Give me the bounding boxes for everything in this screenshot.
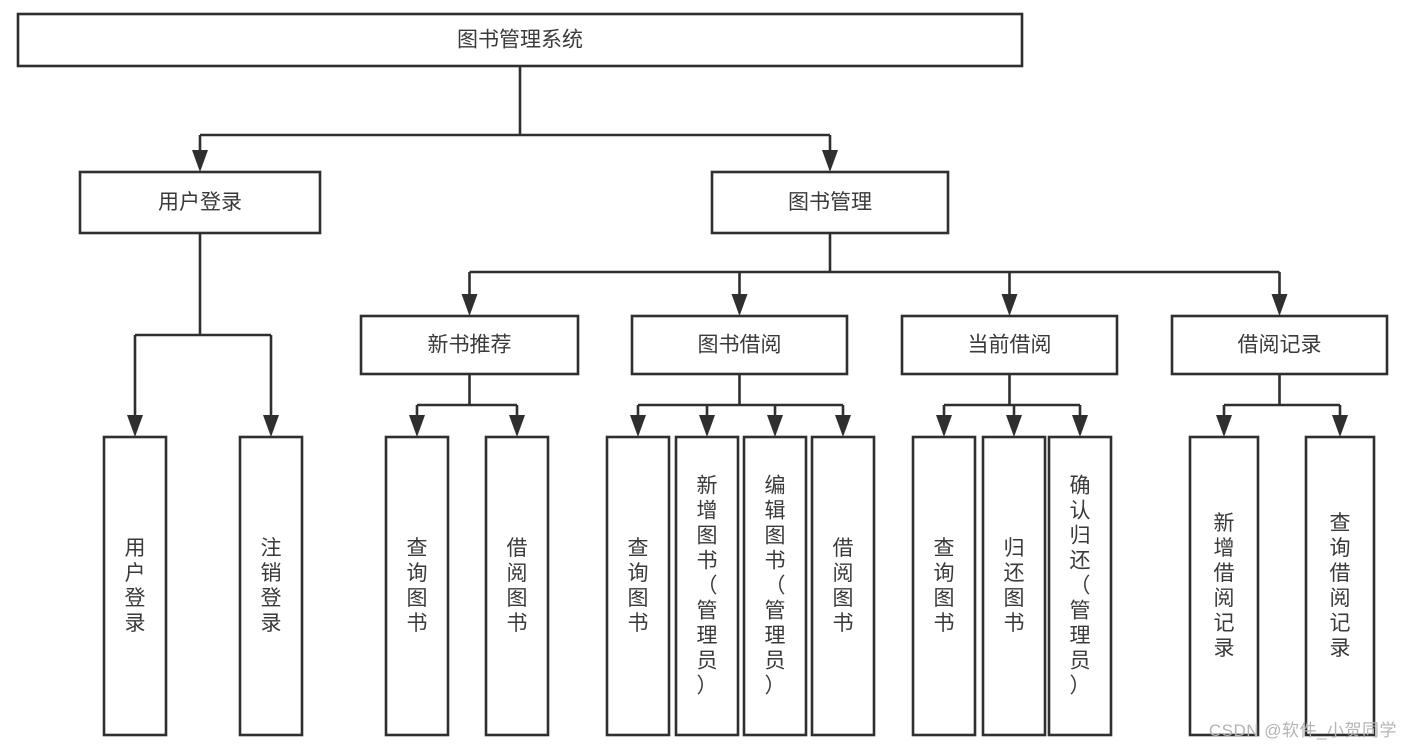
node-leaf-5-rect xyxy=(674,435,740,737)
connector-arrowhead xyxy=(835,415,851,437)
node-leaf-9[interactable]: 归还图书 xyxy=(981,435,1047,737)
connector-arrowhead xyxy=(699,415,715,437)
connector-arrowhead xyxy=(127,415,143,437)
node-leaf-12-rect xyxy=(1304,435,1376,737)
node-level2-图书管理-label: 图书管理 xyxy=(788,191,872,214)
node-leaf-3-label: 借阅图书 xyxy=(507,537,528,635)
connector-arrowhead xyxy=(1332,415,1348,437)
node-level3-图书借阅-rect xyxy=(630,314,849,376)
connector-arrowhead xyxy=(409,415,425,437)
node-level3-当前借阅-rect xyxy=(900,314,1119,376)
node-leaf-2-rect xyxy=(384,435,450,737)
node-level3-当前借阅[interactable]: 当前借阅 xyxy=(900,314,1119,376)
node-leaf-2-label: 查询图书 xyxy=(407,537,428,635)
node-leaf-6[interactable]: 编辑图书（管理员） xyxy=(742,435,808,737)
connector-arrowhead xyxy=(1216,415,1232,437)
connector-arrowhead xyxy=(630,415,646,437)
node-level2-图书管理-rect xyxy=(710,170,950,235)
connector-arrowhead xyxy=(192,150,208,172)
node-leaf-8-label: 查询图书 xyxy=(934,537,955,635)
node-leaf-5-label: 新增图书（管理员） xyxy=(697,475,718,698)
node-leaf-11-rect xyxy=(1188,435,1260,737)
node-leaf-9-rect xyxy=(981,435,1047,737)
node-leaf-10[interactable]: 确认归还（管理员） xyxy=(1047,435,1113,737)
connector-arrowhead xyxy=(731,294,748,316)
csdn-watermark: CSDN @软件_小贺同学 xyxy=(1208,721,1397,740)
node-leaf-8[interactable]: 查询图书 xyxy=(911,435,977,737)
node-leaf-12[interactable]: 查询借阅记录 xyxy=(1304,435,1376,737)
node-level2-图书管理[interactable]: 图书管理 xyxy=(710,170,950,235)
node-leaf-4-rect xyxy=(605,435,671,737)
node-leaf-6-label: 编辑图书（管理员） xyxy=(765,475,786,698)
node-root-图书管理系统[interactable]: 图书管理系统 xyxy=(16,12,1024,68)
node-level3-新书推荐-rect xyxy=(359,314,580,376)
node-leaf-7-label: 借阅图书 xyxy=(833,537,854,635)
node-leaf-12-label: 查询借阅记录 xyxy=(1330,512,1351,660)
node-leaf-11[interactable]: 新增借阅记录 xyxy=(1188,435,1260,737)
node-root-图书管理系统-label: 图书管理系统 xyxy=(457,29,583,52)
connector-arrowhead xyxy=(822,150,838,172)
node-leaf-1-label: 注销登录 xyxy=(261,537,282,635)
node-leaf-4-label: 查询图书 xyxy=(628,537,649,635)
node-leaf-7[interactable]: 借阅图书 xyxy=(810,435,876,737)
node-leaf-5[interactable]: 新增图书（管理员） xyxy=(674,435,740,737)
node-leaf-0-rect xyxy=(102,435,168,737)
node-leaf-4[interactable]: 查询图书 xyxy=(605,435,671,737)
connector-arrowhead xyxy=(1271,294,1288,316)
node-leaf-9-label: 归还图书 xyxy=(1004,537,1025,635)
connector-arrowhead xyxy=(509,415,525,437)
node-leaf-1[interactable]: 注销登录 xyxy=(238,435,304,737)
connector-arrowhead xyxy=(936,415,952,437)
connector-layer xyxy=(127,66,1348,437)
node-level3-借阅记录-label: 借阅记录 xyxy=(1238,334,1322,357)
node-level3-借阅记录[interactable]: 借阅记录 xyxy=(1170,314,1389,376)
node-level2-用户登录-label: 用户登录 xyxy=(158,191,242,214)
node-leaf-11-label: 新增借阅记录 xyxy=(1214,512,1235,660)
node-level3-图书借阅[interactable]: 图书借阅 xyxy=(630,314,849,376)
connector-arrowhead xyxy=(1072,415,1088,437)
connector-arrowhead xyxy=(1006,415,1022,437)
node-leaf-0[interactable]: 用户登录 xyxy=(102,435,168,737)
node-level3-新书推荐-label: 新书推荐 xyxy=(428,334,512,357)
node-level3-当前借阅-label: 当前借阅 xyxy=(968,334,1052,357)
node-level3-图书借阅-label: 图书借阅 xyxy=(698,334,782,357)
node-leaf-10-label: 确认归还（管理员） xyxy=(1070,475,1091,698)
connector-arrowhead xyxy=(1001,294,1018,316)
node-layer: 图书管理系统用户登录图书管理新书推荐图书借阅当前借阅借阅记录用户登录注销登录查询… xyxy=(16,12,1389,737)
node-leaf-7-rect xyxy=(810,435,876,737)
node-leaf-10-rect xyxy=(1047,435,1113,737)
node-leaf-3-rect xyxy=(484,435,550,737)
node-leaf-1-rect xyxy=(238,435,304,737)
node-level3-新书推荐[interactable]: 新书推荐 xyxy=(359,314,580,376)
node-leaf-6-rect xyxy=(742,435,808,737)
node-leaf-8-rect xyxy=(911,435,977,737)
connector-arrowhead xyxy=(767,415,783,437)
node-level2-用户登录-rect xyxy=(78,170,322,235)
node-level3-借阅记录-rect xyxy=(1170,314,1389,376)
connector-arrowhead xyxy=(461,294,478,316)
node-leaf-3[interactable]: 借阅图书 xyxy=(484,435,550,737)
node-level2-用户登录[interactable]: 用户登录 xyxy=(78,170,322,235)
node-leaf-0-label: 用户登录 xyxy=(125,537,146,635)
node-leaf-2[interactable]: 查询图书 xyxy=(384,435,450,737)
connector-arrowhead xyxy=(263,415,279,437)
node-root-图书管理系统-rect xyxy=(16,12,1024,68)
